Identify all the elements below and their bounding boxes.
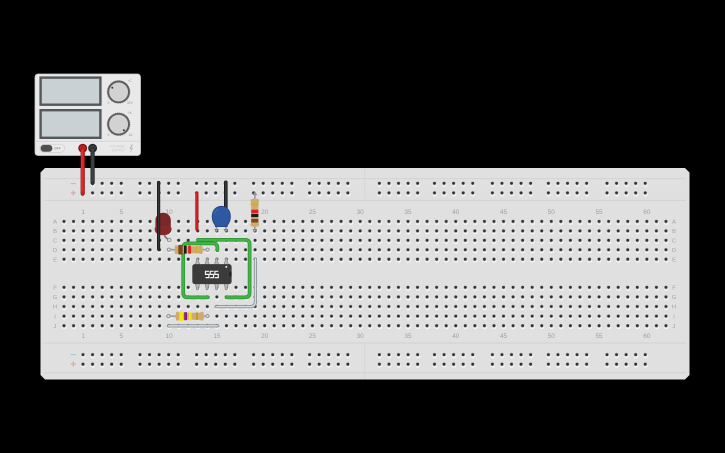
svg-text:C: C [53,239,57,245]
svg-text:5: 5 [120,209,124,216]
svg-text:J: J [673,324,676,330]
svg-text:B: B [53,229,57,235]
svg-text:10: 10 [166,209,174,216]
svg-text:0: 0 [108,133,110,137]
svg-text:D: D [53,248,57,254]
svg-text:E: E [672,257,676,263]
svg-text:A: A [53,220,57,226]
svg-text:B: B [672,229,676,235]
svg-text:H: H [672,305,676,311]
svg-text:35: 35 [404,333,412,340]
svg-text:+C: +C [128,79,133,83]
svg-text:1: 1 [81,209,85,216]
svg-text:H: H [53,305,57,311]
svg-text:45: 45 [500,209,508,216]
svg-text:20: 20 [261,209,269,216]
svg-text:30: 30 [357,209,365,216]
svg-text:60: 60 [643,333,651,340]
svg-text:OFF: OFF [54,147,62,151]
svg-text:F: F [53,286,57,292]
svg-text:40: 40 [452,333,460,340]
svg-text:VOLTAGE: VOLTAGE [109,145,125,149]
svg-text:1: 1 [81,333,85,340]
svg-text:C: C [672,239,676,245]
svg-text:E: E [53,257,57,263]
svg-text:30: 30 [357,333,365,340]
svg-text:40: 40 [452,209,460,216]
svg-text:5: 5 [120,333,124,340]
svg-text:1A: 1A [128,133,133,137]
svg-text:J: J [54,324,57,330]
svg-text:+: + [70,188,76,199]
svg-text:SUPPLY: SUPPLY [112,149,126,153]
svg-text:+A: +A [128,111,133,115]
svg-text:A: A [672,220,676,226]
svg-text:30V: 30V [127,101,134,105]
svg-text:50: 50 [548,209,556,216]
svg-text:25: 25 [309,333,317,340]
svg-text:35: 35 [404,209,412,216]
svg-text:−: − [70,350,76,361]
svg-text:0: 0 [108,101,110,105]
svg-text:45: 45 [500,333,508,340]
svg-text:20: 20 [261,333,269,340]
svg-text:G: G [53,295,58,301]
svg-text:−: − [70,179,76,190]
svg-text:F: F [672,286,676,292]
svg-text:I: I [673,314,675,320]
svg-text:10: 10 [166,333,174,340]
svg-text:55: 55 [596,209,604,216]
svg-text:25: 25 [309,209,317,216]
svg-text:I: I [54,314,56,320]
svg-text:60: 60 [643,209,651,216]
svg-text:+: + [70,360,76,371]
svg-text:55: 55 [596,333,604,340]
svg-text:15: 15 [213,333,221,340]
svg-text:50: 50 [548,333,556,340]
svg-text:D: D [672,248,676,254]
svg-text:G: G [672,295,677,301]
